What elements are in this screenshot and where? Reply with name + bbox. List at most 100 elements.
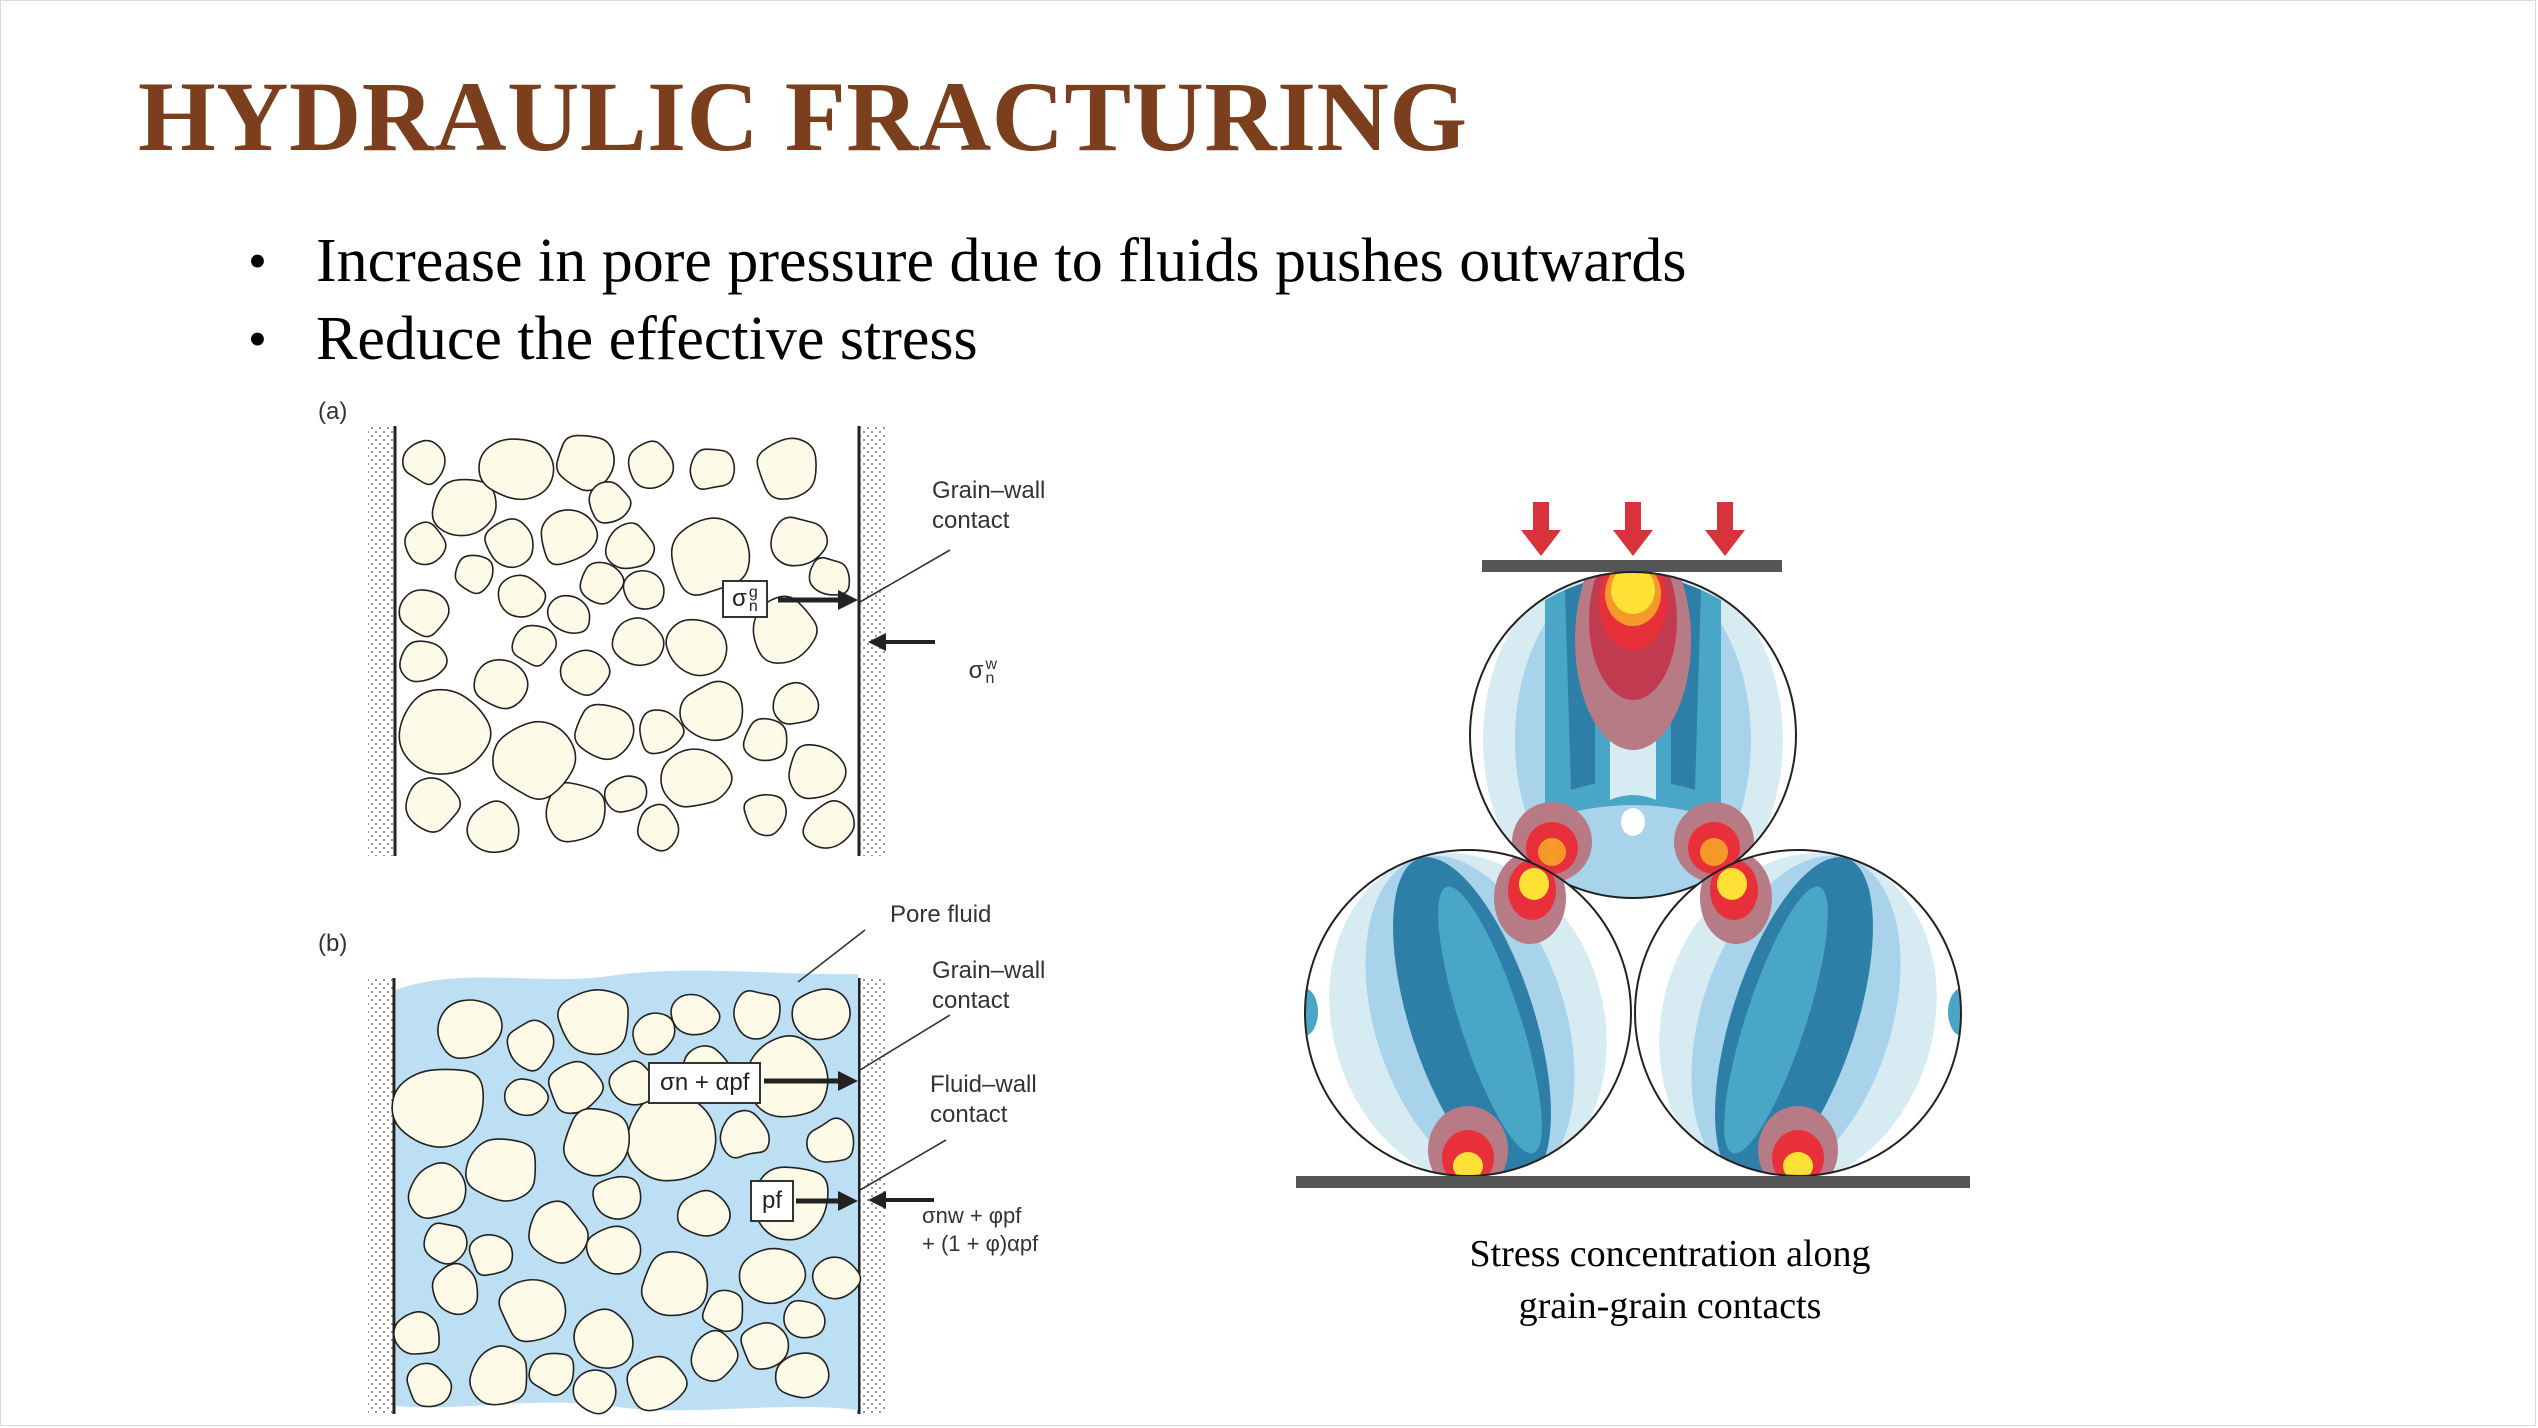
subscript: n	[985, 669, 995, 687]
grain-particle	[473, 659, 529, 710]
grain-pack-diagram-a	[368, 426, 951, 856]
grain-particle	[802, 800, 855, 849]
grain-particle	[811, 1256, 862, 1300]
grain-particle	[611, 617, 665, 667]
grain-wall-leader-line	[859, 549, 951, 603]
grain-particle	[468, 1233, 514, 1277]
caption-line-1: Stress concentration along	[1469, 1233, 1871, 1275]
grain-particle	[572, 1369, 617, 1415]
wall-stress-line-2: + (1 + φ)αpf	[922, 1231, 1039, 1256]
panel-label-a: (a)	[318, 398, 348, 425]
stress-concentration-figure	[1290, 490, 1990, 1210]
load-arrow-icon	[1705, 502, 1745, 556]
stress-figure-caption: Stress concentration along grain-grain c…	[1340, 1228, 2000, 1332]
grain-particle	[454, 554, 494, 595]
grain-particle	[660, 748, 733, 808]
grain-particle	[562, 1107, 631, 1177]
grain-particle	[497, 574, 547, 618]
grain-particle	[636, 803, 680, 852]
caption-line-2: grain-grain contacts	[1518, 1285, 1822, 1327]
figure-b-pore-fluid-grains: (b) Pore fluid Grain–wall contact Fluid–…	[310, 890, 1110, 1420]
grain-particle	[774, 1352, 830, 1399]
grain-particle	[670, 517, 751, 596]
superscript: g	[748, 583, 758, 601]
grain-particle	[689, 448, 736, 490]
grain-particle	[639, 709, 685, 755]
fluid-wall-leader-line	[859, 1139, 947, 1191]
bullet-icon: •	[248, 231, 267, 291]
grain-particle	[401, 439, 446, 486]
grain-particle	[399, 640, 448, 683]
grain-particle	[484, 518, 534, 569]
fluid-wall-contact-label: Fluid–wall contact	[930, 1071, 1037, 1128]
wall-stress-arrow-head	[868, 1191, 886, 1209]
grain-particle	[585, 1225, 642, 1275]
grain-particle	[719, 1109, 770, 1159]
load-arrow-icon	[1613, 502, 1653, 556]
grain-particle	[478, 438, 555, 501]
bullet-item: •Reduce the effective stress	[240, 300, 1687, 378]
left-grain-contours	[1305, 850, 1631, 1176]
grain-particle	[579, 561, 625, 605]
grain-particle	[627, 440, 675, 490]
grain-particle	[788, 743, 847, 800]
grain-particle	[592, 1175, 642, 1220]
grain-particle	[756, 437, 817, 500]
top-grain-outline	[1469, 571, 1797, 899]
grain-particle	[603, 775, 648, 813]
grain-particle	[665, 618, 728, 677]
grain-particle	[391, 1068, 485, 1148]
grain-particle	[540, 509, 599, 566]
grain-particle	[738, 1247, 807, 1305]
grain-particle	[808, 556, 851, 596]
left-wall-hatch	[368, 426, 394, 856]
wall-stress-label: σnw + φpf+ (1 + φ)αpf	[922, 1202, 1038, 1258]
bullet-text: Increase in pore pressure due to fluids …	[316, 227, 1687, 295]
grain-particle	[506, 1019, 555, 1072]
grain-particle	[431, 1262, 479, 1316]
grain-particle	[622, 569, 665, 610]
grain-particle	[676, 1189, 731, 1237]
grain-particle	[407, 1162, 467, 1219]
grain-particle	[679, 680, 744, 742]
grain-group	[398, 434, 855, 854]
grain-particle	[588, 480, 632, 524]
grain-particle	[398, 589, 450, 638]
slide-title: HYDRAULIC FRACTURING	[138, 61, 1468, 172]
fluid-stress-arrow-head	[838, 1191, 858, 1211]
grain-particle	[573, 1308, 634, 1369]
left-wall-hatch	[368, 978, 394, 1414]
grain-particle	[770, 516, 829, 567]
stress-contour-diagram	[1296, 502, 1970, 1188]
grain-particle	[545, 781, 606, 843]
grain-particle	[431, 478, 497, 537]
wall-stress-arrow-head	[868, 633, 886, 651]
grain-particle	[557, 989, 629, 1056]
grain-particle	[406, 1362, 453, 1408]
grain-particle	[546, 594, 591, 634]
grain-particle	[398, 688, 492, 775]
grain-particle	[752, 595, 818, 664]
grain-particle	[783, 1299, 826, 1339]
grain-particle	[806, 1117, 855, 1163]
top-grain-contours	[1470, 572, 1796, 898]
grain-particle	[466, 800, 520, 854]
grain-particle	[555, 434, 615, 492]
grain-particle	[640, 1251, 709, 1317]
grain-particle	[423, 1222, 468, 1265]
grain-particle	[528, 1200, 589, 1264]
grain-particle	[465, 1138, 537, 1202]
pore-fluid-label: Pore fluid	[890, 901, 992, 928]
grain-particle	[604, 522, 656, 570]
fluid-pressure-box: pf	[750, 1180, 795, 1222]
grain-particle	[511, 624, 558, 667]
grain-particle	[791, 988, 851, 1041]
grain-particle	[670, 993, 721, 1036]
grain-particle	[742, 717, 788, 762]
grain-particle	[469, 1345, 528, 1406]
superscript: w	[985, 655, 998, 673]
bullet-text: Reduce the effective stress	[316, 305, 978, 373]
grain-particle	[574, 703, 635, 761]
